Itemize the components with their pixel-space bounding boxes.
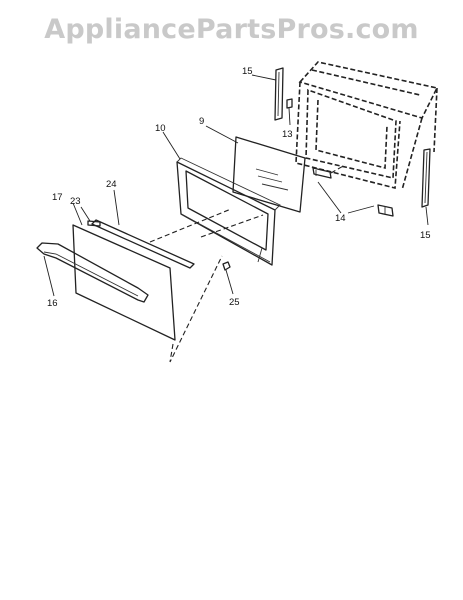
label-part-15-right: 15 bbox=[420, 230, 431, 241]
watermark-text: AppliancePartsPros.com bbox=[44, 14, 419, 45]
screw-part bbox=[222, 261, 231, 271]
label-part-14: 14 bbox=[335, 213, 346, 224]
door-frame bbox=[176, 157, 281, 266]
label-part-15-top: 15 bbox=[242, 66, 253, 77]
label-part-24: 24 bbox=[106, 179, 117, 190]
glass-panel bbox=[232, 136, 306, 213]
clip-part bbox=[286, 98, 293, 109]
hinge-lower bbox=[377, 204, 394, 217]
label-part-13: 13 bbox=[282, 129, 293, 140]
label-part-10: 10 bbox=[155, 123, 166, 134]
door-handle bbox=[36, 242, 149, 303]
label-part-9: 9 bbox=[199, 116, 204, 127]
hinge-channel-left bbox=[274, 67, 284, 121]
small-clip bbox=[87, 220, 101, 227]
label-part-25: 25 bbox=[229, 297, 240, 308]
label-part-17: 17 bbox=[52, 192, 63, 203]
assembly-lines bbox=[149, 164, 346, 363]
hinge-upper bbox=[312, 167, 332, 179]
hinge-channel-right bbox=[421, 148, 431, 208]
door-strip bbox=[91, 219, 195, 269]
leader-lines bbox=[43, 74, 429, 297]
outer-door-panel bbox=[72, 224, 176, 341]
label-part-16: 16 bbox=[47, 298, 58, 309]
part-labels: 15 13 10 9 14 15 17 23 24 16 25 bbox=[47, 66, 431, 309]
label-part-23: 23 bbox=[70, 196, 81, 207]
oven-cabinet-outline bbox=[295, 61, 439, 191]
